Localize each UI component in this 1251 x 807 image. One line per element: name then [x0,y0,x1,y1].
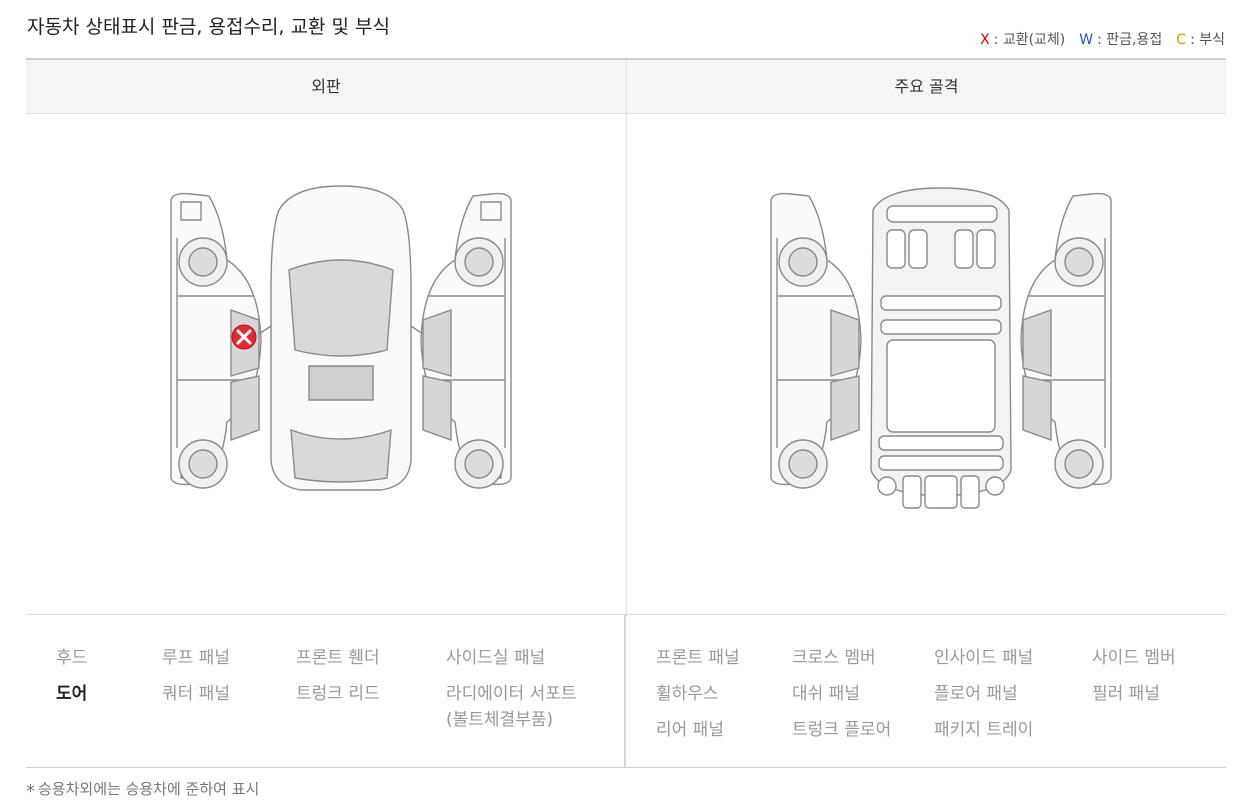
outer-part-side-sill-panel[interactable]: 사이드실 패널 [446,648,546,668]
outer-part-radiator-support[interactable]: 라디에이터 서포트 [446,684,577,704]
outer-part-roof-panel[interactable]: 루프 패널 [162,648,230,668]
frame-part-cross-member[interactable]: 크로스 멤버 [792,648,876,668]
outer-part-quarter-panel[interactable]: 쿼터 패널 [162,684,230,704]
outer-part-bolt-note: (볼트체결부품) [446,710,554,730]
frame-part-package-tray[interactable]: 패키지 트레이 [934,720,1034,740]
outer-part-front-fender[interactable]: 프론트 휀더 [296,648,380,668]
legend-corrosion: C: 부식 [1176,32,1225,48]
frame-part-side-member[interactable]: 사이드 멤버 [1092,648,1176,668]
outer-car-diagram [170,185,512,491]
footnote-star: * [26,781,35,802]
status-legend: X: 교환(교체) W: 판금,용접 C: 부식 [980,29,1225,49]
outer-panel-title: 외판 [311,77,341,96]
frame-part-inside-panel[interactable]: 인사이드 패널 [934,648,1034,668]
outer-part-trunk-lid[interactable]: 트렁크 리드 [296,684,380,704]
panel-divider [626,60,627,616]
page-title: 자동차 상태표시 판금, 용접수리, 교환 및 부식 [27,16,390,38]
frame-part-dash-panel[interactable]: 대쉬 패널 [792,684,860,704]
frame-part-wheelhouse[interactable]: 휠하우스 [656,684,719,704]
footnote-text: 승용차외에는 승용차에 준하여 표시 [38,780,260,798]
frame-car-diagram [770,187,1112,509]
outer-part-door[interactable]: 도어 [56,684,88,704]
frame-part-floor-panel[interactable]: 플로어 패널 [934,684,1018,704]
diagram-panel: 외판 주요 골격 [26,58,1226,616]
frame-part-trunk-floor[interactable]: 트렁크 플로어 [792,720,892,740]
footnote: *승용차외에는 승용차에 준하여 표시 [26,778,259,802]
frame-panel-title: 주요 골격 [894,77,959,96]
outer-part-hood[interactable]: 후드 [56,648,88,668]
frame-part-front-panel[interactable]: 프론트 패널 [656,648,740,668]
frame-part-rear-panel[interactable]: 리어 패널 [656,720,724,740]
parts-divider [624,615,626,767]
legend-weld: W: 판금,용접 [1079,32,1163,48]
legend-exchange: X: 교환(교체) [980,32,1066,48]
frame-part-pillar-panel[interactable]: 필러 패널 [1092,684,1160,704]
parts-list: 후드 루프 패널 프론트 휀더 사이드실 패널 도어 쿼터 패널 트렁크 리드 … [26,614,1226,768]
exchange-marker-icon [231,324,257,350]
